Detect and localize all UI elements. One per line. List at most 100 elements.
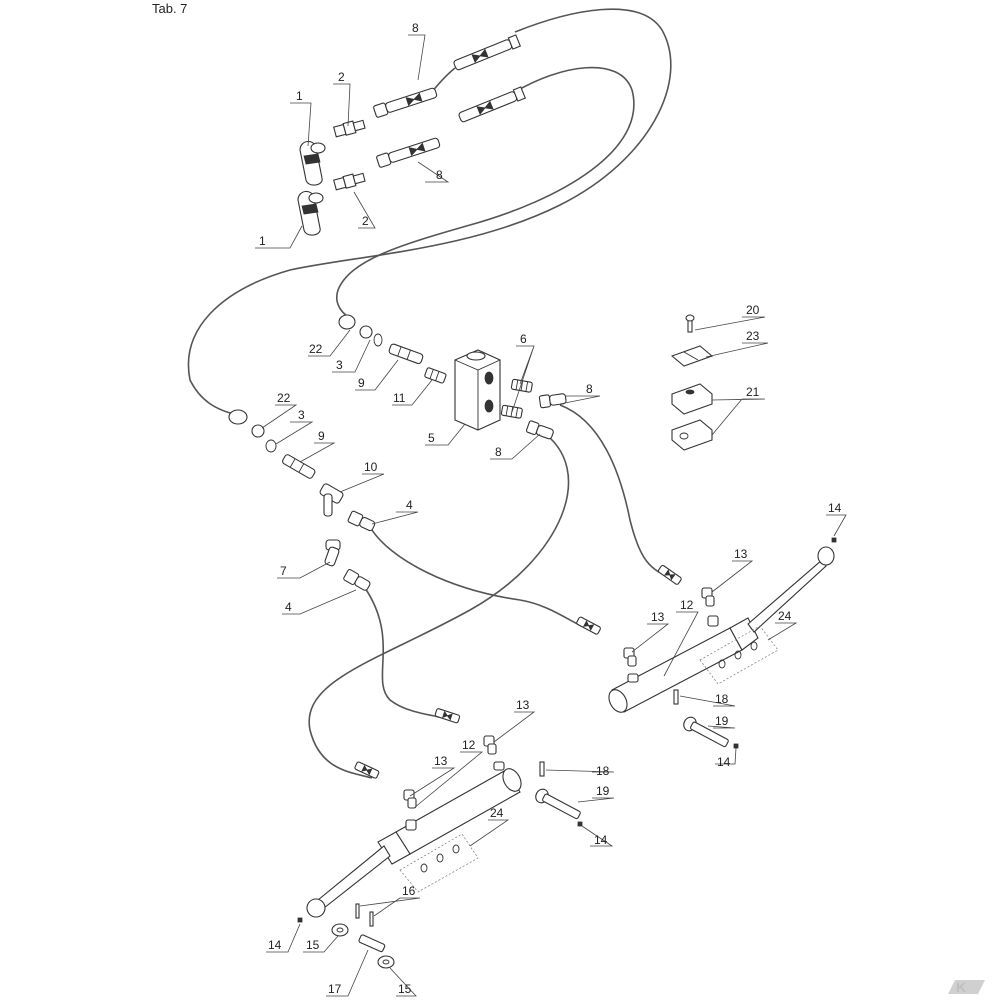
left-fittings: [228, 409, 376, 591]
adapter-9: [282, 454, 316, 479]
split-pin-18: [539, 761, 545, 777]
washer-15: [331, 923, 349, 937]
fitting-6: [510, 378, 533, 393]
callout-24: 24: [778, 609, 792, 623]
callout-1: 1: [296, 89, 303, 103]
fitting-4: [347, 510, 376, 532]
callout-9: 9: [358, 376, 365, 390]
plate-23: [670, 345, 714, 367]
callout-15: 15: [306, 938, 320, 952]
hose-crimp-ends: [354, 564, 682, 779]
callout-2: 2: [362, 214, 369, 228]
pin-16: [369, 911, 374, 927]
callout-6: 6: [520, 332, 527, 346]
coupler-clamps-1: [297, 140, 326, 236]
clamp-half-21: [671, 419, 713, 451]
callout-14: 14: [594, 833, 608, 847]
callout-14: 14: [268, 938, 282, 952]
coupler-clamp: [299, 140, 326, 186]
clamp-set: [670, 314, 714, 451]
elbow-13: [483, 735, 497, 755]
circlip-14: [831, 537, 837, 543]
callout-23: 23: [746, 329, 760, 343]
callout-2: 2: [338, 70, 345, 84]
callout-18: 18: [715, 692, 729, 706]
callout-24: 24: [490, 806, 504, 820]
elbow-13: [701, 587, 715, 607]
hose-end-fitting-8: [458, 86, 527, 123]
circlip-14: [577, 821, 583, 827]
hydraulic-cylinder-12-upper: [608, 546, 835, 713]
pin-19: [535, 788, 581, 820]
callout-19: 19: [715, 714, 729, 728]
callout-22: 22: [277, 391, 291, 405]
hose-fitting4-to-cyl-a: [369, 526, 591, 631]
coupler-clamp: [297, 190, 324, 236]
split-pin-18: [673, 689, 679, 705]
callout-4: 4: [285, 600, 292, 614]
brand-logo: K: [948, 979, 985, 995]
washer-15: [377, 955, 395, 969]
seal-3: [373, 333, 383, 347]
callout-16: 16: [402, 884, 416, 898]
hydraulic-hoses: [187, 8, 673, 779]
nipple: [333, 172, 366, 191]
hose-end-fitting-8: [453, 34, 522, 71]
nipples-2: [333, 119, 366, 191]
callout-14: 14: [828, 501, 842, 515]
callout-13: 13: [516, 698, 530, 712]
leader-lines: [255, 34, 847, 997]
elbow-13: [623, 647, 637, 667]
callout-14: 14: [717, 755, 731, 769]
callout-labels: 1 1 2 2 8 8 8 8 22 3 9 11 6 5 20 23 21 2…: [259, 21, 842, 996]
hose-end-fitting-8: [373, 87, 438, 118]
seal-22: [251, 424, 265, 438]
valve-block-5: [454, 349, 501, 431]
hose-crimp-end: [576, 616, 601, 635]
hose-crimp-end: [354, 761, 380, 779]
callout-18: 18: [596, 764, 610, 778]
cap-22: [228, 409, 248, 425]
elbow-13: [403, 789, 417, 809]
callout-19: 19: [596, 784, 610, 798]
adapter-9: [388, 343, 424, 365]
callout-17: 17: [328, 982, 342, 996]
callout-1: 1: [259, 234, 266, 248]
callout-3: 3: [298, 408, 305, 422]
pins-and-clips: [297, 537, 837, 969]
seal-3: [265, 439, 277, 453]
callout-8: 8: [436, 168, 443, 182]
callout-21: 21: [746, 385, 760, 399]
callout-20: 20: [746, 303, 760, 317]
pin-16: [355, 903, 360, 919]
hydraulic-cylinder-12-lower: [306, 761, 522, 918]
callout-15: 15: [398, 982, 412, 996]
hose-valve-to-cyl-b: [308, 429, 570, 779]
hose-crimp-end: [657, 564, 682, 585]
valve-fittings: [338, 314, 567, 440]
callout-8: 8: [586, 382, 593, 396]
hose-end-8: [525, 420, 554, 440]
callout-5: 5: [428, 431, 435, 445]
table-title: Tab. 7: [152, 1, 187, 16]
callout-7: 7: [280, 564, 287, 578]
callout-12: 12: [462, 738, 476, 752]
elbow-fittings-13: [403, 587, 715, 809]
circlip-14: [733, 743, 739, 749]
callout-8: 8: [412, 21, 419, 35]
pin-17: [358, 934, 386, 953]
clamp-half-21: [671, 383, 713, 415]
hose-inner-loop: [335, 66, 635, 319]
nipple: [333, 119, 366, 138]
callout-13: 13: [434, 754, 448, 768]
hose-end-8: [538, 393, 567, 409]
callout-13: 13: [651, 610, 665, 624]
callout-4: 4: [406, 498, 413, 512]
callout-12: 12: [680, 598, 694, 612]
callout-10: 10: [364, 460, 378, 474]
fitting-4: [343, 568, 371, 591]
callout-22: 22: [309, 342, 323, 356]
callout-11: 11: [393, 391, 406, 405]
